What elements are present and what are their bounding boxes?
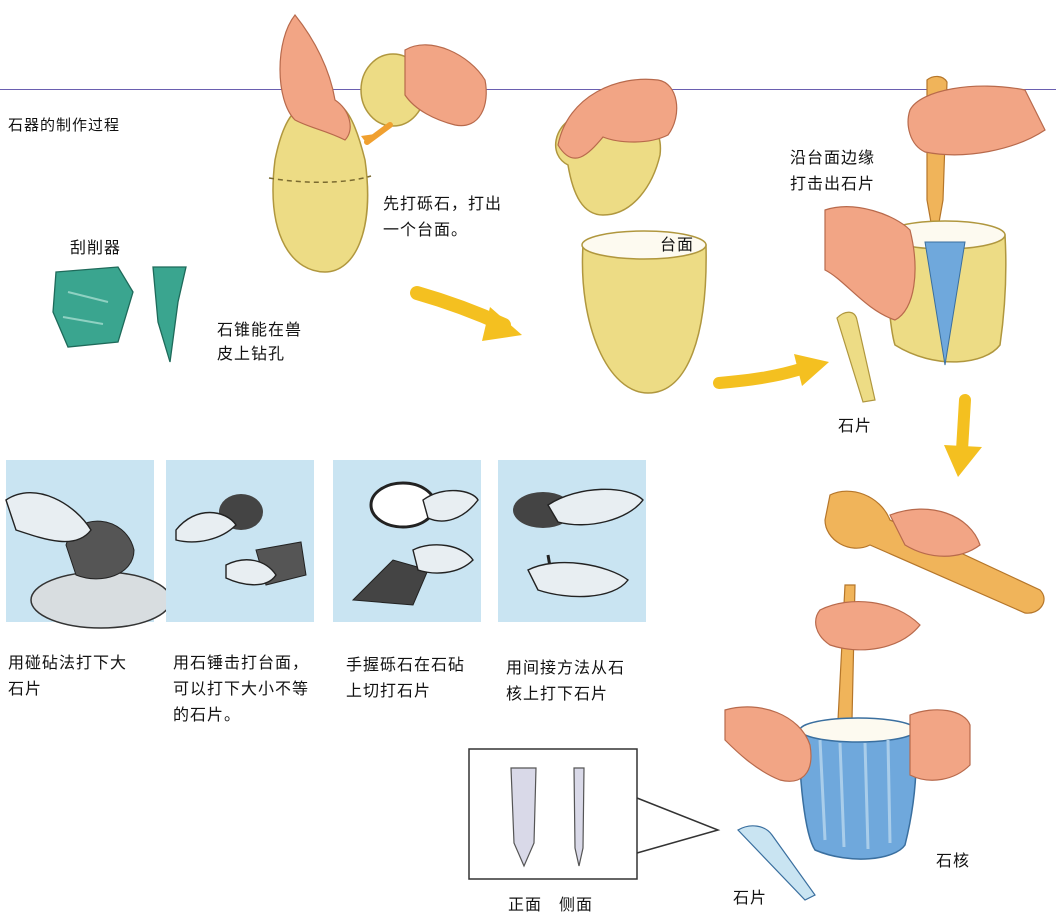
step1-label-line: 先打砾石，打出 bbox=[383, 191, 502, 217]
illustration-step1 bbox=[255, 10, 515, 290]
method-panel-3 bbox=[333, 460, 481, 622]
method-caption-line: 的石片。 bbox=[173, 702, 309, 728]
illustration-step3 bbox=[815, 70, 1055, 390]
platform-label: 台面 bbox=[660, 233, 694, 257]
scraper-illustration bbox=[48, 262, 208, 372]
method-caption-1: 用碰砧法打下大 石片 bbox=[8, 650, 127, 702]
front-side-label: 正面 侧面 bbox=[508, 893, 593, 917]
arrow-1 bbox=[412, 285, 532, 345]
edge-label: 沿台面边缘 打击出石片 bbox=[790, 145, 875, 197]
method-caption-2: 用石锤击打台面， 可以打下大小不等 的石片。 bbox=[173, 650, 309, 728]
awl-label-line: 石锥能在兽 bbox=[217, 318, 302, 342]
method-caption-line: 核上打下石片 bbox=[506, 681, 625, 707]
step1-label-line: 一个台面。 bbox=[383, 217, 502, 243]
method-caption-4: 用间接方法从石 核上打下石片 bbox=[506, 655, 625, 707]
method-panel-2 bbox=[166, 460, 314, 622]
scraper-label: 刮削器 bbox=[70, 236, 121, 260]
method-caption-line: 用石锤击打台面， bbox=[173, 650, 309, 676]
method-caption-line: 上切打石片 bbox=[346, 678, 465, 704]
step1-label: 先打砾石，打出 一个台面。 bbox=[383, 191, 502, 243]
edge-label-line: 打击出石片 bbox=[790, 171, 875, 197]
awl-label: 石锥能在兽 皮上钻孔 bbox=[217, 318, 302, 366]
method-caption-line: 可以打下大小不等 bbox=[173, 676, 309, 702]
illustration-step2 bbox=[548, 75, 728, 385]
edge-label-line: 沿台面边缘 bbox=[790, 145, 875, 171]
method-caption-line: 用碰砧法打下大 bbox=[8, 650, 127, 676]
method-caption-line: 手握砾石在石砧 bbox=[346, 652, 465, 678]
core-label: 石核 bbox=[936, 849, 970, 873]
page-title: 石器的制作过程 bbox=[8, 113, 120, 137]
method-caption-3: 手握砾石在石砧 上切打石片 bbox=[346, 652, 465, 704]
method-panel-1 bbox=[6, 460, 154, 622]
flake-inset bbox=[468, 748, 718, 898]
method-caption-line: 用间接方法从石 bbox=[506, 655, 625, 681]
method-panel-4 bbox=[498, 460, 646, 622]
flake-label-mid: 石片 bbox=[838, 414, 872, 438]
arrow-3 bbox=[940, 395, 990, 485]
flake-label-bottom: 石片 bbox=[733, 886, 767, 910]
method-caption-line: 石片 bbox=[8, 676, 127, 702]
awl-label-line: 皮上钻孔 bbox=[217, 342, 302, 366]
illustration-step4 bbox=[720, 485, 970, 905]
